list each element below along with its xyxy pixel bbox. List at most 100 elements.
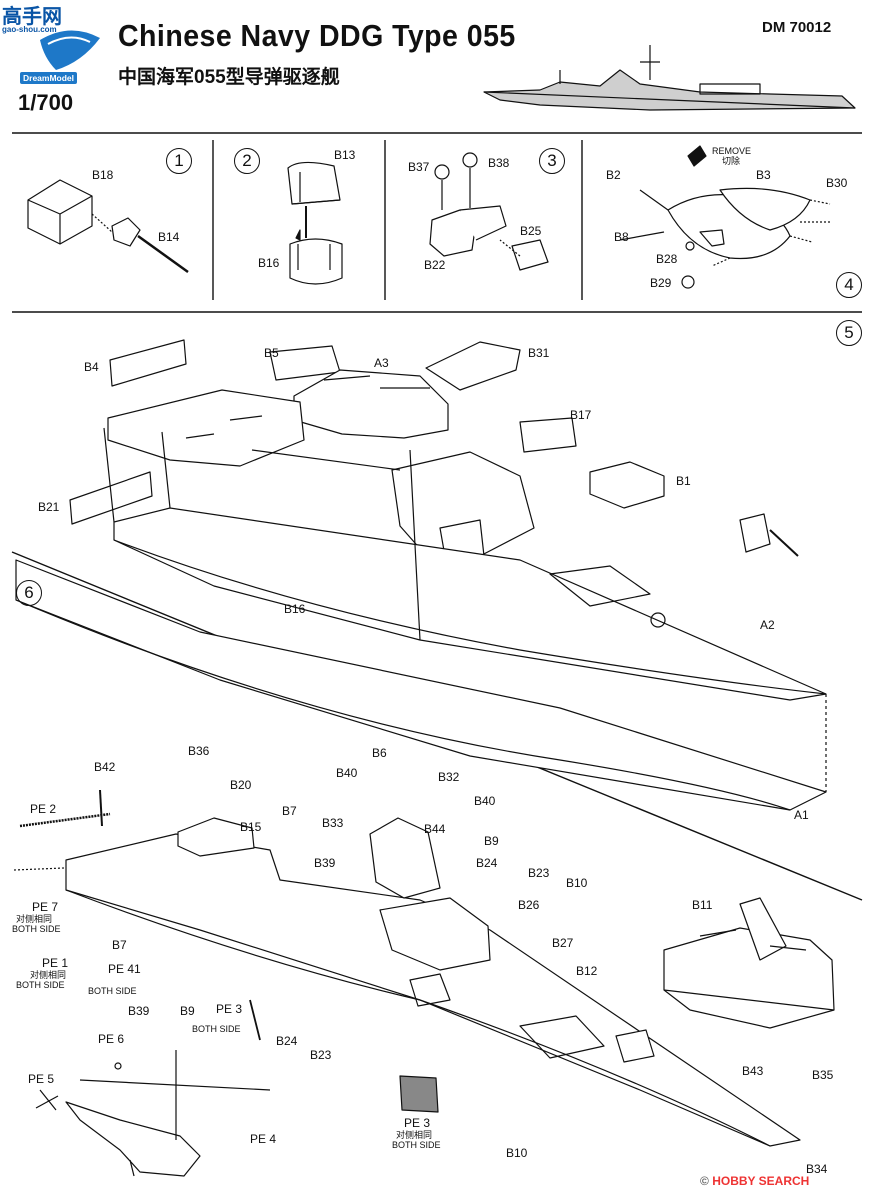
part-label: B17 — [570, 408, 592, 422]
finished-ship-drawing — [13, 789, 801, 1147]
part-label: B40 — [474, 794, 496, 808]
part-label: B4 — [84, 360, 99, 374]
part-label: B23 — [528, 866, 550, 880]
part-label: B21 — [38, 500, 60, 514]
part-label: PE 41 — [108, 962, 141, 976]
part-label: B30 — [826, 176, 848, 190]
part-label: B20 — [230, 778, 252, 792]
part-label: B33 — [322, 816, 344, 830]
part-label: B43 — [742, 1064, 764, 1078]
step-number-5: 5 — [836, 320, 862, 346]
part-label: B28 — [656, 252, 678, 266]
both-side-note: BOTH SIDE — [16, 980, 65, 990]
part-label: B2 — [606, 168, 621, 182]
part-label: B39 — [314, 856, 336, 870]
part-label: B1 — [676, 474, 691, 488]
part-label: B29 — [650, 276, 672, 290]
both-side-note-cn: 对侧相同 — [30, 970, 67, 980]
part-label: B8 — [614, 230, 629, 244]
both-side-note-cn: 对侧相同 — [396, 1130, 433, 1140]
watermark-site: 高手网 — [2, 6, 62, 28]
page-subtitle: 中国海军055型导弹驱逐舰 — [118, 67, 340, 88]
step5-superstructure-drawing — [69, 339, 827, 701]
part-label: PE 3 — [216, 1002, 243, 1016]
part-label: B13 — [334, 148, 356, 162]
both-side-note: BOTH SIDE — [392, 1140, 441, 1150]
part-label: B26 — [518, 898, 540, 912]
step6-hull-drawing — [15, 559, 827, 811]
hobby-search-label: HOBBY SEARCH — [712, 1174, 810, 1188]
both-side-note-cn: 对侧相同 — [16, 914, 53, 924]
remove-note-en: REMOVE — [712, 146, 752, 156]
part-label: B10 — [566, 876, 588, 890]
part-label: B24 — [276, 1034, 298, 1048]
part-label: B9 — [180, 1004, 195, 1018]
part-label: B32 — [438, 770, 460, 784]
page-title: Chinese Navy DDG Type 055 — [118, 18, 516, 53]
step3-turret-drawing — [429, 152, 549, 271]
part-label: B12 — [576, 964, 598, 978]
step-number-6: 6 — [16, 580, 42, 606]
part-label: B36 — [188, 744, 210, 758]
product-code: DM 70012 — [762, 19, 832, 36]
part-label: B14 — [158, 230, 180, 244]
header-ship-icon — [483, 45, 856, 111]
part-label: B39 — [128, 1004, 150, 1018]
remove-note-cn: 切除 — [722, 156, 741, 166]
part-label: B11 — [692, 898, 713, 912]
part-label: B37 — [408, 160, 430, 174]
part-label: B40 — [336, 766, 358, 780]
watermark-url: gao-shou.com — [2, 25, 57, 34]
step-number-1: 1 — [166, 148, 192, 174]
scale-label: 1/700 — [18, 90, 74, 115]
part-label: PE 7 — [32, 900, 59, 914]
part-label: B7 — [282, 804, 297, 818]
pe-helicopter-drawing — [35, 1050, 271, 1177]
step2-mount-drawing — [287, 161, 343, 285]
part-label: A2 — [760, 618, 775, 632]
both-side-note: BOTH SIDE — [192, 1024, 241, 1034]
part-label: B16 — [258, 256, 280, 270]
part-label: PE 2 — [30, 802, 57, 816]
part-label: B27 — [552, 936, 574, 950]
step-number-2: 2 — [234, 148, 260, 174]
part-label: B7 — [112, 938, 127, 952]
superstructure-b11-drawing — [663, 897, 835, 1029]
step4-helicopter-drawing — [619, 145, 831, 289]
part-label: B31 — [528, 346, 550, 360]
copyright-mark: © — [700, 1174, 709, 1188]
part-label: PE 3 — [404, 1116, 431, 1130]
part-label: B25 — [520, 224, 542, 238]
step-number-4: 4 — [836, 272, 862, 298]
hobby-search-watermark: © HOBBY SEARCH — [700, 1174, 809, 1188]
part-label: B42 — [94, 760, 116, 774]
part-label: B6 — [372, 746, 387, 760]
step1-turret-drawing — [27, 179, 189, 274]
part-label: B9 — [484, 834, 499, 848]
part-label: B3 — [756, 168, 771, 182]
part-label: PE 6 — [98, 1032, 125, 1046]
brand-logo-icon — [40, 30, 100, 70]
part-label: B5 — [264, 346, 279, 360]
part-label: A1 — [794, 808, 809, 822]
part-label: B16 — [284, 602, 306, 616]
part-label: B10 — [506, 1146, 528, 1160]
part-label: B22 — [424, 258, 446, 272]
brand-logo: DreamModel — [20, 72, 78, 84]
part-label: B15 — [240, 820, 262, 834]
part-label: B18 — [92, 168, 114, 182]
part-label: A3 — [374, 356, 389, 370]
both-side-note: BOTH SIDE — [88, 986, 137, 996]
part-label: B38 — [488, 156, 510, 170]
part-label: PE 5 — [28, 1072, 55, 1086]
part-label: B23 — [310, 1048, 332, 1062]
part-label: PE 1 — [42, 956, 69, 970]
part-label: PE 4 — [250, 1132, 277, 1146]
both-side-note: BOTH SIDE — [12, 924, 61, 934]
part-label: B35 — [812, 1068, 834, 1082]
part-label: B24 — [476, 856, 498, 870]
part-label: B44 — [424, 822, 446, 836]
part-label: B34 — [806, 1162, 828, 1176]
step-number-3: 3 — [539, 148, 565, 174]
